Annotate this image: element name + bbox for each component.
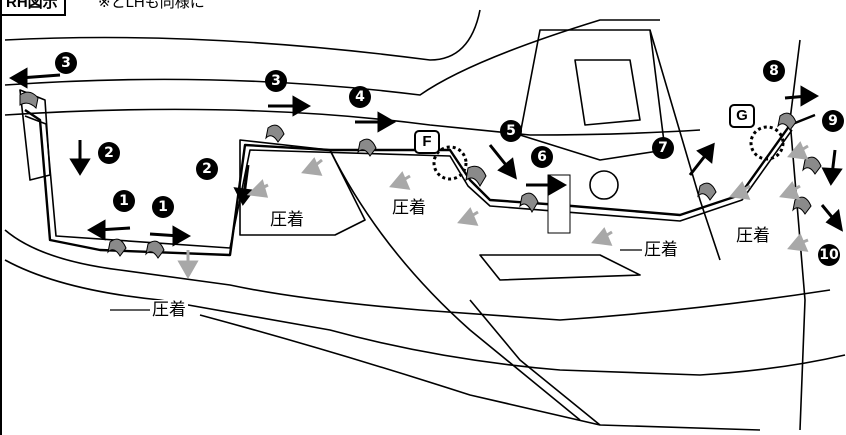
crimp-label-3: 圧着 — [150, 300, 188, 320]
step-3a: 3 — [55, 52, 77, 74]
tape-9 — [777, 112, 797, 131]
step-5: 5 — [500, 120, 522, 142]
step-9: 9 — [822, 110, 844, 132]
lower-diagonal-2 — [469, 299, 601, 426]
lamp-inner — [574, 59, 641, 126]
fender-line — [649, 29, 721, 261]
step-6: 6 — [531, 146, 553, 168]
tape-8 — [697, 182, 717, 201]
tape-1 — [19, 91, 39, 110]
molding-line — [24, 109, 816, 257]
header-note: ※とLHも同様に — [98, 0, 205, 11]
tape-4 — [265, 124, 285, 143]
hood-edge — [4, 9, 481, 61]
tape-7 — [519, 192, 539, 214]
lower-bumper-2 — [4, 259, 846, 376]
body-panel-line — [4, 19, 660, 96]
tape-3 — [145, 240, 165, 259]
lower-diagonal — [329, 149, 581, 421]
tape-10 — [802, 156, 822, 175]
tape-11 — [792, 196, 812, 215]
tape-6 — [465, 165, 487, 188]
left-frame-line — [0, 0, 2, 435]
lower-lip — [199, 314, 761, 431]
step-1a: 1 — [113, 190, 135, 212]
step-2a: 2 — [98, 142, 120, 164]
lamp-housing — [519, 29, 666, 161]
ref-f-circle — [432, 145, 468, 181]
crimp-label-4: 圧着 — [642, 240, 680, 260]
crimp-label-2: 圧着 — [390, 198, 428, 218]
step-4: 4 — [349, 86, 371, 108]
header-box: RH図示 — [0, 0, 66, 16]
tape-5 — [357, 138, 377, 157]
bumper-top-line — [4, 108, 701, 136]
tape-2 — [107, 238, 127, 257]
ref-label-g: G — [729, 104, 755, 128]
step-2b: 2 — [196, 158, 218, 180]
ref-g-circle — [749, 125, 785, 161]
lower-grille — [479, 254, 641, 281]
fog-lamp — [589, 170, 619, 200]
molding-line-inner — [24, 115, 793, 249]
step-10: 10 — [818, 244, 840, 266]
step-8: 8 — [763, 60, 785, 82]
step-3b: 3 — [265, 70, 287, 92]
step-7: 7 — [652, 137, 674, 159]
lower-bumper-1 — [4, 229, 831, 321]
fender-line-2 — [789, 39, 806, 431]
plate-recess — [239, 139, 366, 236]
crimp-label-1: 圧着 — [268, 210, 306, 230]
step-1b: 1 — [152, 196, 174, 218]
ref-label-f: F — [414, 130, 440, 154]
crimp-label-5: 圧着 — [734, 226, 772, 246]
